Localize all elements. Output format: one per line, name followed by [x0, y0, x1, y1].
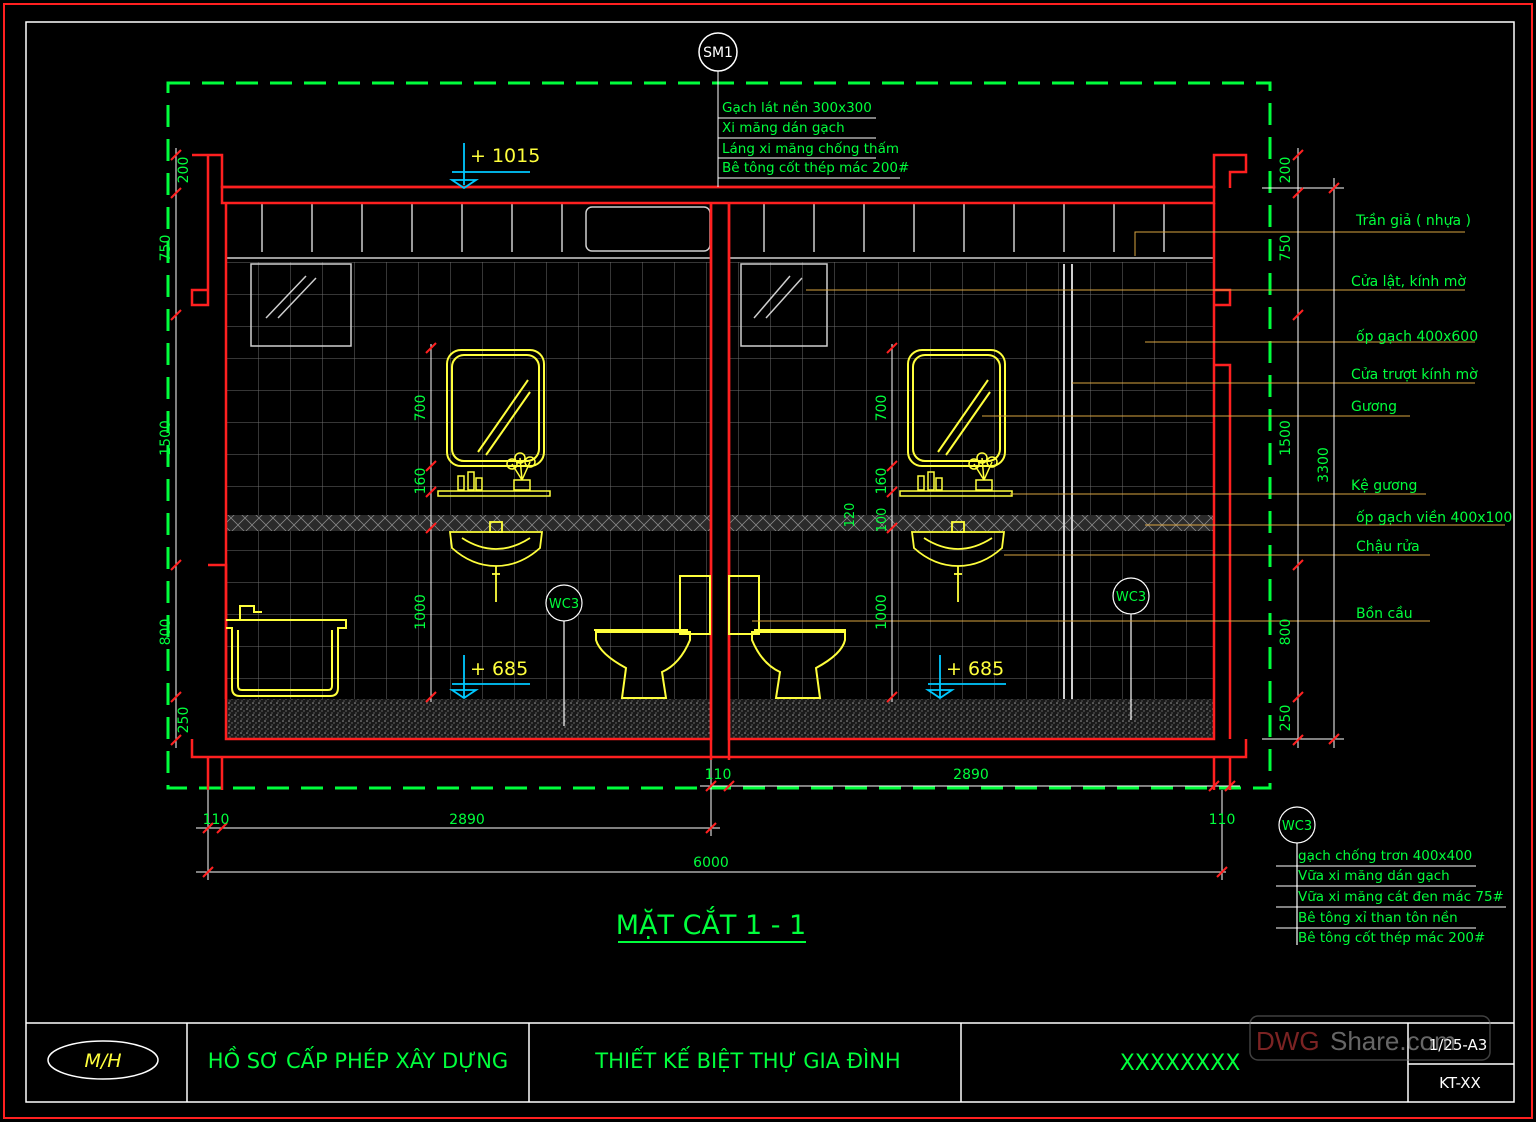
dim-right-mirror: 700 — [874, 395, 890, 422]
dim-left-250: 250 — [176, 707, 192, 734]
floor-layer-2: Vữa xi măng dán gạch — [1298, 868, 1450, 884]
dim-left-vertical — [170, 148, 182, 748]
title-block — [26, 1022, 1514, 1102]
mirror-left — [446, 349, 545, 467]
wc3-tag-right: WC3 — [1116, 590, 1146, 605]
dim-right-800: 800 — [1278, 619, 1294, 646]
sheet-number: KT-XX — [1439, 1074, 1481, 1092]
floor-layer-5: Bê tông cốt thép mác 200# — [1298, 929, 1485, 946]
dim-right-100: 100 — [875, 508, 890, 533]
roof-layer-2: Xi măng dán gạch — [722, 120, 845, 136]
dim-bottom-lines — [196, 760, 1240, 880]
label-basin: Chậu rửa — [1356, 539, 1420, 555]
basin-left — [448, 521, 544, 602]
left-room — [226, 262, 711, 739]
dim-right-200: 200 — [1278, 157, 1294, 184]
watermark-dwg: DWG — [1256, 1026, 1320, 1056]
permit-title: HỒ SƠ CẤP PHÉP XÂY DỰNG — [208, 1046, 508, 1073]
wc3-tag-left: WC3 — [549, 597, 579, 612]
dim-left-800: 800 — [158, 619, 174, 646]
label-toilet: Bồn cầu — [1356, 605, 1413, 622]
level-left-floor: + 685 — [470, 658, 528, 680]
dim-left-1500: 1500 — [158, 420, 174, 456]
watermark-share: Share.com — [1330, 1026, 1456, 1056]
roof-layer-4: Bê tông cốt thép mác 200# — [722, 159, 909, 176]
section-tag: SM1 — [703, 45, 733, 61]
dim-right-total: 3300 — [1316, 447, 1332, 483]
floor-layer-1: gạch chống trơn 400x400 — [1298, 847, 1472, 864]
dim-bottom-left-wall: 110 — [203, 812, 230, 828]
dim-right-120: 120 — [843, 503, 858, 528]
material-leaders — [752, 231, 1505, 622]
wc3-tag-markers — [545, 577, 1316, 945]
watermark: DWG Share.com — [1249, 1015, 1491, 1061]
label-wall-tile: ốp gạch 400x600 — [1356, 328, 1478, 345]
dim-left-200: 200 — [176, 157, 192, 184]
project-title: THIẾT KẾ BIỆT THỰ GIA ĐÌNH — [594, 1046, 900, 1073]
bathtub — [226, 605, 347, 697]
inner-frame — [25, 21, 1515, 1103]
floor-layer-3: Vữa xi măng cát đen mác 75# — [1298, 889, 1504, 905]
dim-fixture-lines — [425, 342, 898, 703]
level-top: + 1015 — [470, 145, 540, 167]
level-markers — [449, 143, 1006, 700]
dim-right-shelf: 160 — [874, 468, 890, 495]
light-fixture — [585, 206, 711, 252]
label-mirror-shelf: Kệ gương — [1351, 478, 1417, 494]
scale-label: 1/25-A3 — [1429, 1036, 1488, 1054]
level-right-floor: + 685 — [946, 658, 1004, 680]
structure — [190, 153, 1248, 790]
dim-bottom-mid-wall: 110 — [705, 767, 732, 783]
window-right — [740, 263, 828, 347]
label-mirror: Gương — [1351, 399, 1397, 415]
label-flip-window: Cửa lật, kính mờ — [1351, 274, 1466, 290]
dim-bottom-left-room: 2890 — [449, 812, 485, 828]
basin-right — [910, 521, 1006, 602]
label-ceiling: Trần giả ( nhựa ) — [1355, 213, 1471, 229]
false-ceiling — [226, 202, 1214, 259]
window-left — [250, 263, 352, 347]
dim-right-basin: 1000 — [874, 594, 890, 630]
label-border-tile: ốp gạch viền 400x100 — [1356, 509, 1512, 526]
section-marker — [698, 32, 738, 187]
dim-right-750: 750 — [1278, 235, 1294, 262]
dim-bottom-right-wall: 110 — [1209, 812, 1236, 828]
dim-bottom-total: 6000 — [693, 855, 729, 871]
toilet-right — [728, 575, 846, 699]
dim-left-shelf: 160 — [413, 468, 429, 495]
dim-right-1500: 1500 — [1278, 420, 1294, 456]
roof-layer-3: Láng xi măng chống thấm — [722, 140, 899, 157]
dim-bottom-right-room: 2890 — [953, 767, 989, 783]
label-sliding-door: Cửa trượt kính mờ — [1351, 367, 1478, 383]
section-boundary — [166, 81, 1272, 790]
sliding-door — [1063, 264, 1073, 699]
floor-layer-4: Bê tông xỉ than tôn nền — [1298, 909, 1458, 926]
drawing-title: MẶT CẮT 1 - 1 — [616, 906, 807, 941]
wc3-tag-legend: WC3 — [1282, 819, 1312, 834]
mirror-right — [907, 349, 1006, 467]
dim-right-250: 250 — [1278, 705, 1294, 732]
dim-left-basin: 1000 — [413, 594, 429, 630]
dim-left-mirror: 700 — [413, 395, 429, 422]
roof-leader — [718, 117, 900, 179]
toilet-left — [594, 575, 711, 699]
roof-layer-1: Gạch lát nền 300x300 — [722, 99, 872, 116]
outer-frame — [3, 3, 1533, 1119]
right-room — [729, 262, 1214, 739]
dim-left-750: 750 — [158, 235, 174, 262]
owner-name: XXXXXXXX — [1120, 1051, 1241, 1076]
floor-legend-lines — [1276, 865, 1506, 929]
dim-right-vertical — [1262, 148, 1344, 748]
logo: M/H — [84, 1050, 121, 1072]
shelf-left — [437, 452, 551, 497]
